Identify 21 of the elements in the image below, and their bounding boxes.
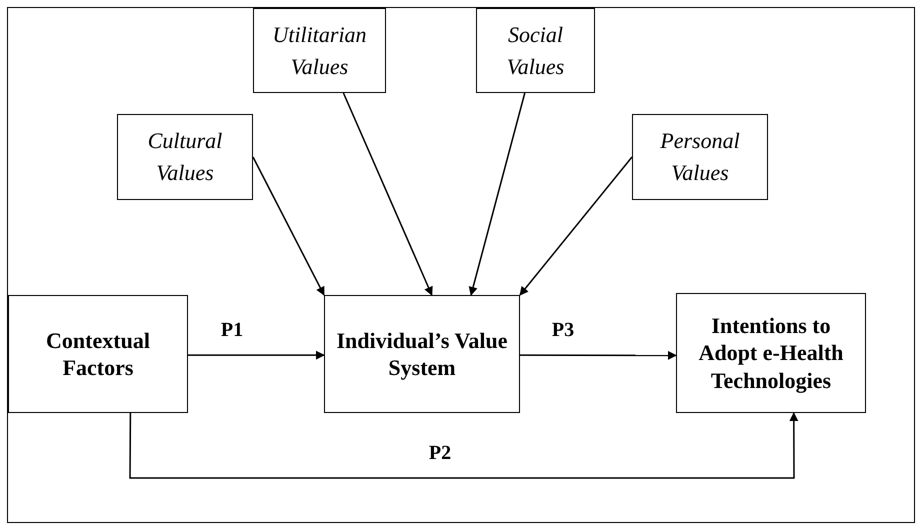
arrow: [129, 412, 798, 479]
construct-label: Contextual Factors: [45, 326, 151, 382]
arrow: [519, 156, 633, 296]
construct-box: [8, 295, 188, 413]
construct-box: [676, 293, 866, 413]
value-label: Utilitarian Values: [271, 20, 368, 80]
value-label: Cultural Values: [146, 127, 224, 187]
value-label: Personal Values: [659, 127, 741, 187]
arrow: [252, 156, 325, 296]
value-box: [632, 114, 768, 200]
value-box: [117, 114, 253, 200]
value-label: Social Values: [506, 20, 566, 80]
construct-label: Individual’s Value System: [336, 326, 508, 382]
arrow: [188, 350, 325, 360]
arrow: [520, 350, 677, 360]
arrow: [468, 92, 526, 296]
value-box: [253, 8, 386, 93]
value-box: [476, 8, 595, 93]
construct-label: Intentions to Adopt e-Health Technologies: [698, 312, 844, 394]
arrow: [342, 92, 433, 296]
construct-box: [324, 295, 520, 413]
